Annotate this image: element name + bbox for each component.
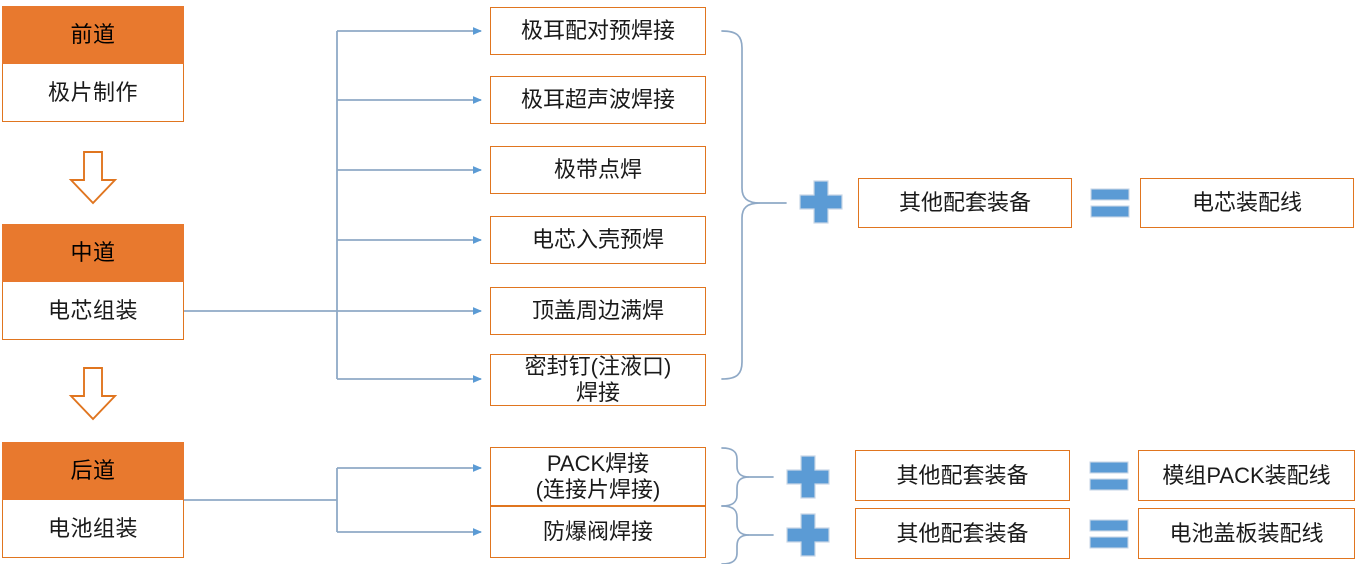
equals-icon — [1089, 461, 1129, 491]
stage-header-label: 后道 — [70, 458, 116, 484]
process-label: 极耳超声波焊接 — [520, 87, 675, 113]
process-label: PACK焊接 (连接片焊接) — [535, 450, 661, 502]
brace-pack — [721, 447, 750, 507]
addend-box[interactable]: 其他配套装备 — [855, 508, 1070, 559]
addend-label: 其他配套装备 — [896, 462, 1029, 488]
addend-box[interactable]: 其他配套装备 — [858, 178, 1072, 228]
process-box[interactable]: 极耳配对预焊接 — [490, 7, 706, 55]
process-label: 极耳配对预焊接 — [520, 18, 675, 44]
process-box[interactable]: PACK焊接 (连接片焊接) — [490, 447, 706, 506]
brace-mid — [721, 30, 761, 380]
plus-icon — [786, 455, 830, 499]
process-label: 电芯入壳预焊 — [531, 227, 664, 253]
stage-body-mid: 电芯组装 — [2, 282, 184, 340]
process-label: 密封钉(注液口) 焊接 — [524, 354, 672, 405]
result-label: 模组PACK装配线 — [1162, 462, 1331, 488]
process-label: 极带点焊 — [553, 157, 642, 183]
equals-icon — [1089, 519, 1129, 549]
stage-body-label: 电池组装 — [47, 515, 138, 541]
addend-label: 其他配套装备 — [898, 190, 1031, 216]
stage-body-label: 电芯组装 — [47, 297, 138, 323]
down-arrow-icon-1 — [68, 150, 118, 206]
process-label: 防爆阀焊接 — [542, 519, 653, 545]
down-arrow-icon-2 — [68, 366, 118, 422]
stage-header-label: 前道 — [70, 22, 116, 48]
stage-body-label: 极片制作 — [47, 79, 138, 105]
result-label: 电芯装配线 — [1191, 190, 1302, 216]
result-label: 电池盖板装配线 — [1169, 520, 1324, 546]
plus-icon — [798, 180, 844, 226]
stage-header-mid: 中道 — [2, 224, 184, 282]
stage-header-back: 后道 — [2, 442, 184, 500]
process-box[interactable]: 顶盖周边满焊 — [490, 287, 706, 335]
stage-header-front: 前道 — [2, 6, 184, 64]
stage-body-back: 电池组装 — [2, 500, 184, 558]
process-box[interactable]: 极耳超声波焊接 — [490, 76, 706, 124]
process-label: 顶盖周边满焊 — [531, 298, 664, 324]
addend-box[interactable]: 其他配套装备 — [855, 450, 1070, 501]
result-box[interactable]: 电芯装配线 — [1140, 178, 1354, 228]
process-box[interactable]: 极带点焊 — [490, 146, 706, 194]
equals-icon — [1090, 188, 1130, 218]
brace-valve — [721, 505, 750, 564]
plus-icon — [786, 513, 830, 557]
addend-label: 其他配套装备 — [896, 520, 1029, 546]
result-box[interactable]: 电池盖板装配线 — [1138, 508, 1355, 559]
stage-body-front: 极片制作 — [2, 64, 184, 122]
stage-header-label: 中道 — [70, 240, 116, 266]
result-box[interactable]: 模组PACK装配线 — [1138, 450, 1355, 501]
process-box[interactable]: 电芯入壳预焊 — [490, 216, 706, 264]
process-box[interactable]: 防爆阀焊接 — [490, 506, 706, 558]
process-box[interactable]: 密封钉(注液口) 焊接 — [490, 354, 706, 406]
